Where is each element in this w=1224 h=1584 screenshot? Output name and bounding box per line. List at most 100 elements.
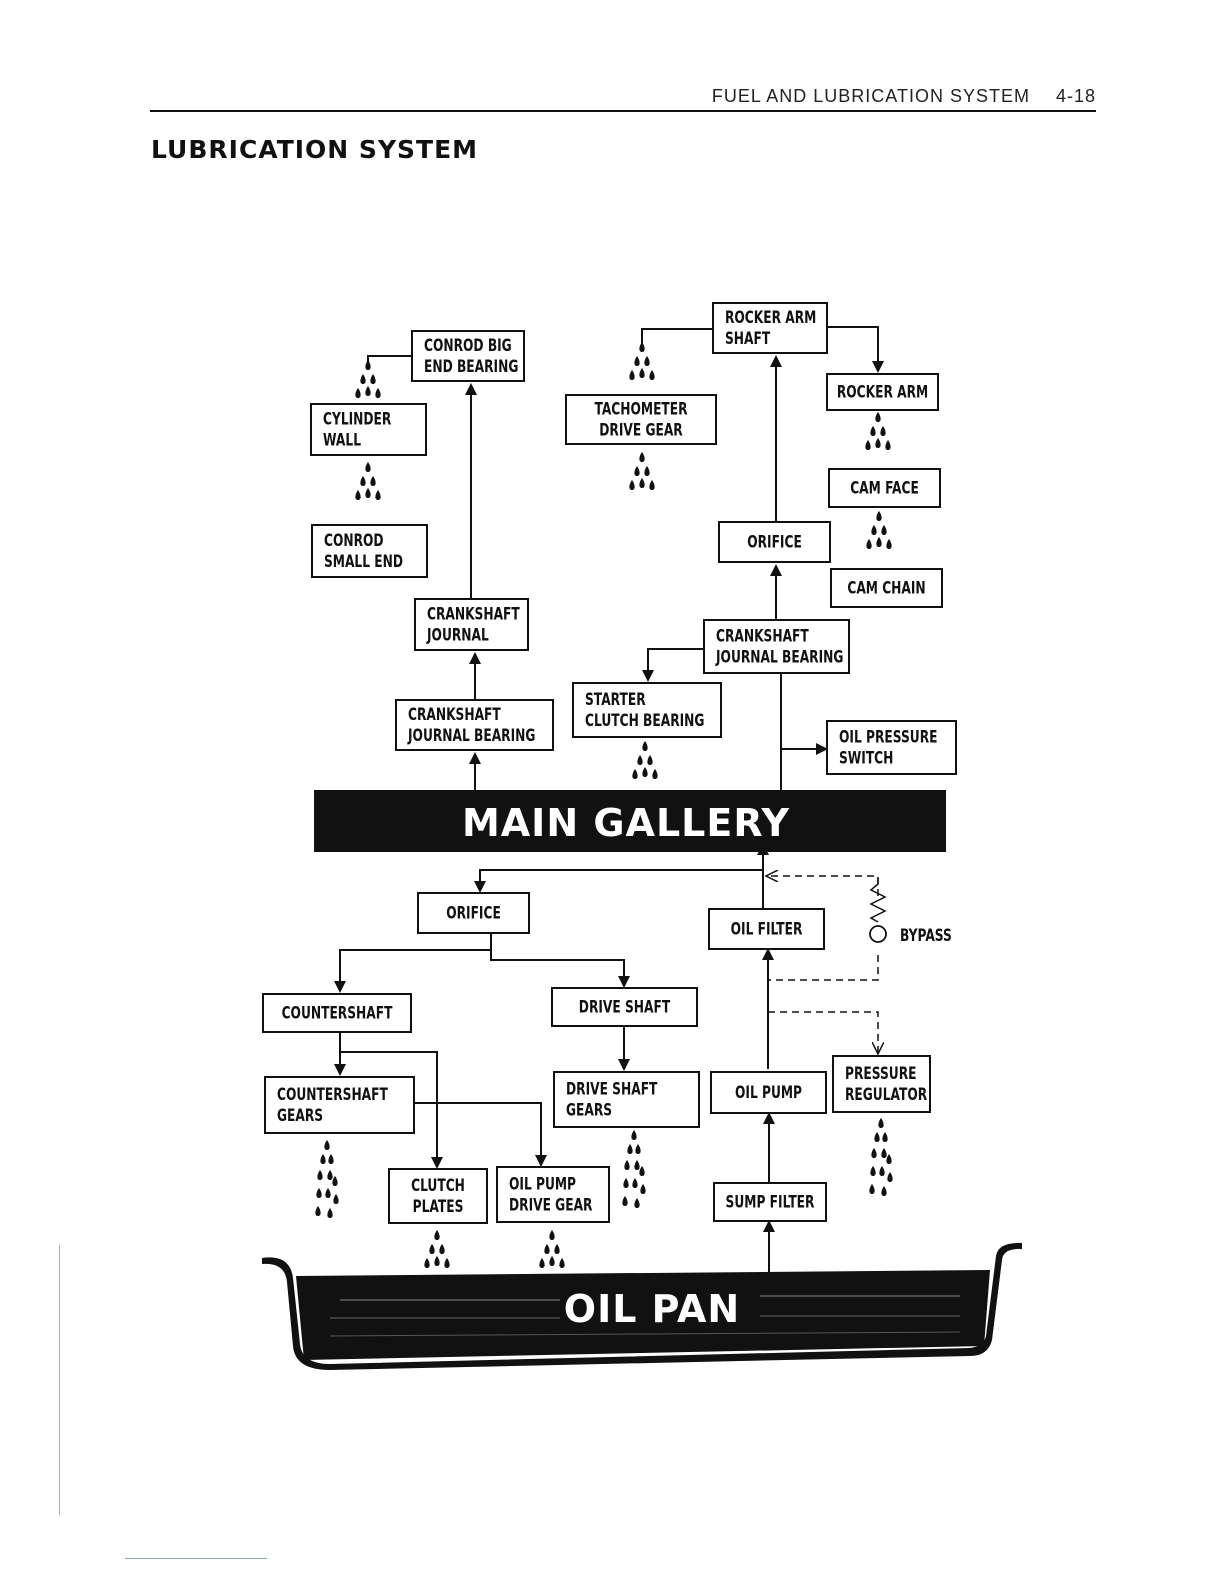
box-outline <box>411 330 525 382</box>
oil-drop-icon <box>629 480 635 490</box>
box-label: CRANKSHAFT <box>427 605 521 625</box>
flow-line <box>367 355 412 364</box>
box-label: OIL PUMP <box>735 1083 802 1103</box>
box-outline <box>712 302 828 354</box>
oil-drop-icon <box>870 1166 876 1176</box>
flow-arrow <box>490 933 630 988</box>
oil-drips <box>315 342 893 1268</box>
oil-drop-icon <box>881 1186 887 1196</box>
oil-drop-icon <box>627 1144 633 1154</box>
oil-drop-icon <box>559 1258 565 1268</box>
oil-drop-icon <box>439 1244 445 1254</box>
oil-drop-icon <box>317 1170 323 1180</box>
box-label: STARTER <box>585 690 646 710</box>
box-label: ORIFICE <box>446 904 501 924</box>
box-outline <box>417 892 530 934</box>
box-outline <box>262 993 412 1033</box>
cam-face-box: CAM FACE <box>828 468 941 508</box>
oil-drop-icon <box>635 1144 641 1154</box>
oil-drop-icon <box>640 1184 646 1194</box>
oil-drop-icon <box>879 1166 885 1176</box>
oil-drop-icon <box>375 490 381 500</box>
oil-drop-icon <box>355 388 361 398</box>
oil-drop-icon <box>539 1258 545 1268</box>
oil-drop-icon <box>634 466 640 476</box>
oil-drop-icon <box>549 1230 555 1240</box>
flow-arrow <box>334 949 491 993</box>
box-label: JOURNAL BEARING <box>715 648 843 668</box>
margin-line <box>59 1245 60 1515</box>
box-label: REGULATOR <box>845 1085 928 1105</box>
oil-drop-icon <box>434 1230 440 1240</box>
main-gallery-label: MAIN GALLERY <box>462 801 790 845</box>
box-label: CRANKSHAFT <box>408 705 502 725</box>
bypass-label: BYPASS <box>900 926 952 946</box>
oil-drop-icon <box>554 1244 560 1254</box>
oil-drop-icon <box>365 386 371 396</box>
oil-drop-icon <box>647 755 653 765</box>
cam-chain-box: CAM CHAIN <box>830 568 943 608</box>
header-rule <box>150 110 1096 112</box>
oil-drop-icon <box>622 1196 628 1206</box>
footer-line <box>125 1558 267 1559</box>
oil-drop-icon <box>365 462 371 472</box>
box-label: ROCKER ARM <box>725 308 816 328</box>
regulator-dashed-arrow <box>768 1011 878 1054</box>
oil-drop-icon <box>634 1198 640 1208</box>
box-label: GEARS <box>566 1101 612 1121</box>
drive-shaft-box: DRIVE SHAFT <box>551 987 698 1027</box>
box-label: CONROD <box>324 531 384 551</box>
box-label: CYLINDER <box>323 410 392 430</box>
oil-drop-icon <box>325 1188 331 1198</box>
flow-arrow <box>474 869 763 893</box>
box-label: CLUTCH <box>411 1176 465 1196</box>
oil-drop-icon <box>642 767 648 777</box>
box-label: DRIVE GEAR <box>509 1196 593 1216</box>
box-label: OIL PRESSURE <box>839 728 937 748</box>
box-label: CAM CHAIN <box>847 579 925 599</box>
box-label: COUNTERSHAFT <box>277 1085 389 1105</box>
box-label: DRIVE SHAFT <box>566 1080 658 1100</box>
box-label: CRANKSHAFT <box>716 627 810 647</box>
sump-filter-box: SUMP FILTER <box>713 1182 827 1222</box>
oil-drop-icon <box>332 1176 338 1186</box>
oil-pump-box: OIL PUMP <box>710 1071 827 1114</box>
oil-drop-icon <box>360 476 366 486</box>
bypass-valve: BYPASS <box>869 878 952 946</box>
box-label: OIL PUMP <box>509 1175 576 1195</box>
oil-drop-icon <box>875 438 881 448</box>
oil-drop-icon <box>320 1154 326 1164</box>
box-outline <box>311 524 428 578</box>
box-label: ROCKER ARM <box>837 383 928 403</box>
check-ball-icon <box>869 925 887 943</box>
oil-drop-icon <box>642 741 648 751</box>
oil-drop-icon <box>871 525 877 535</box>
oil-drop-icon <box>327 1170 333 1180</box>
oil-drop-icon <box>444 1258 450 1268</box>
box-outline <box>718 521 831 563</box>
flow-arrow <box>340 1051 443 1169</box>
oil-drop-icon <box>870 426 876 436</box>
oil-drop-icon <box>632 769 638 779</box>
section-title: LUBRICATION SYSTEM <box>151 135 479 164</box>
box-label: END BEARING <box>424 357 518 377</box>
box-outline <box>830 568 943 608</box>
bypass-paths <box>766 876 878 1054</box>
oil-drop-icon <box>880 426 886 436</box>
flow-connectors <box>334 326 884 1274</box>
oil-drop-icon <box>370 374 376 384</box>
box-label: ORIFICE <box>747 533 802 553</box>
box-outline <box>708 908 825 950</box>
box-outline <box>395 699 554 751</box>
oil-drop-icon <box>328 1154 334 1164</box>
oil-drop-icon <box>631 1130 637 1140</box>
box-label: CLUTCH BEARING <box>585 711 704 731</box>
